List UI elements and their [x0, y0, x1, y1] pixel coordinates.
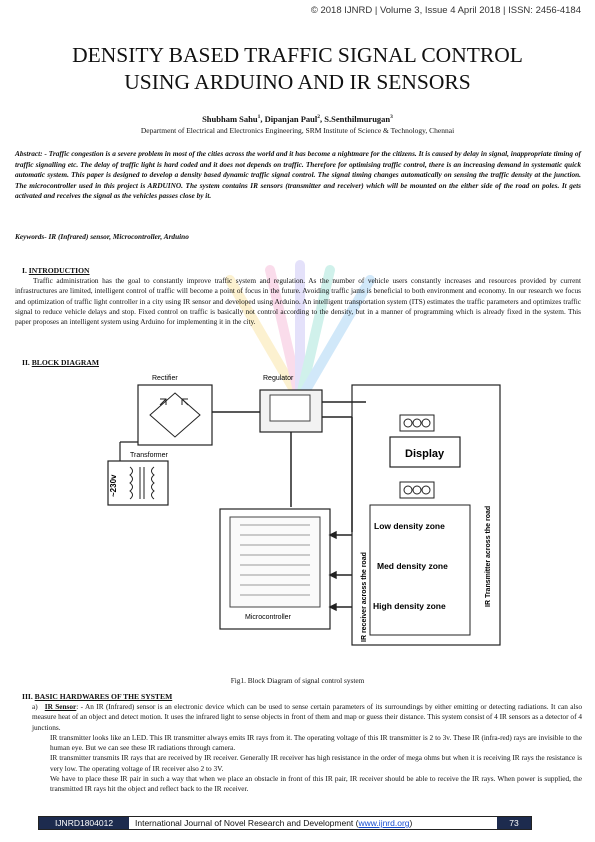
author-1: Shubham Sahu — [202, 114, 258, 124]
top-signal-icon — [399, 414, 435, 432]
keywords: Keywords- IR (Infrared) sensor, Microcon… — [15, 232, 189, 241]
transformer-label: Transformer — [130, 452, 169, 459]
section-2-title: BLOCK DIAGRAM — [31, 358, 100, 367]
author-sep-2: , — [320, 114, 325, 124]
microcontroller-label: Microcontroller — [245, 614, 292, 621]
regulator-chip — [269, 394, 311, 422]
section-3-body: a) IR Sensor: - An IR (Infrared) sensor … — [32, 702, 582, 795]
transformer-box — [107, 460, 169, 506]
title-line-2: USING ARDUINO AND IR SENSORS — [124, 70, 471, 94]
block-diagram: Rectifier Regulator Transformer ~230v Mi… — [107, 375, 501, 646]
journal-link[interactable]: www.ijnrd.org — [358, 818, 410, 828]
zones-box — [369, 504, 471, 636]
voltage-label: ~230v — [109, 474, 118, 497]
bridge-rectifier-icon — [149, 392, 201, 438]
paper-id: IJNRD1804012 — [39, 817, 129, 829]
signal-arrows — [328, 530, 352, 612]
rectifier-label: Rectifier — [152, 375, 178, 382]
ir-sensor-para-3: IR transmitter transmits IR rays that ar… — [50, 753, 582, 773]
chip-pins — [240, 524, 310, 596]
title-line-1: DENSITY BASED TRAFFIC SIGNAL CONTROL — [72, 43, 523, 67]
ir-sensor-para-2: IR transmitter looks like an LED. This I… — [50, 732, 582, 753]
ir-sensor-text-1: : - An IR (Infrared) sensor is an electr… — [32, 702, 582, 732]
ir-receiver-label: IR receiver across the road — [361, 552, 368, 642]
section-2-number: II. — [22, 358, 30, 367]
ir-transmitter-label: IR Transmitter across the road — [485, 506, 492, 607]
section-3-heading: III. BASIC HARDWARES OF THE SYSTEM — [22, 692, 172, 701]
page-number: 73 — [497, 817, 531, 829]
section-1-number: I. — [22, 266, 27, 275]
high-density-label: High density zone — [373, 601, 446, 611]
affiliation: Department of Electrical and Electronics… — [140, 126, 455, 135]
authors: Shubham Sahu1, Dipanjan Paul2, S.Senthil… — [0, 114, 595, 124]
author-sep-1: , — [260, 114, 265, 124]
microcontroller-box — [219, 508, 331, 630]
journal-header: © 2018 IJNRD | Volume 3, Issue 4 April 2… — [310, 5, 581, 16]
page-footer: IJNRD1804012 International Journal of No… — [38, 816, 532, 830]
abstract: Abstract: - Traffic congestion is a seve… — [15, 149, 581, 201]
journal-name: International Journal of Novel Research … — [131, 817, 505, 829]
section-1-title: INTRODUCTION — [28, 266, 90, 275]
regulator-label: Regulator — [263, 375, 294, 382]
low-density-label: Low density zone — [374, 521, 445, 531]
author-1-sup: 1 — [257, 114, 261, 121]
section-1-body: Traffic administration has the goal to c… — [15, 276, 581, 327]
ir-sensor-para-1: a) IR Sensor: - An IR (Infrared) sensor … — [32, 702, 582, 733]
section-1-heading: I. INTRODUCTION — [22, 266, 90, 275]
author-3-sup: 3 — [390, 114, 393, 121]
ir-sensor-para-4: We have to place these IR pair in such a… — [50, 774, 582, 794]
watermark-logo — [225, 260, 375, 405]
figure-caption: Fig1. Block Diagram of signal control sy… — [230, 676, 365, 685]
section-3-title: BASIC HARDWARES OF THE SYSTEM — [34, 692, 173, 701]
author-2: Dipanjan Paul — [264, 114, 318, 124]
paper-title: DENSITY BASED TRAFFIC SIGNAL CONTROL USI… — [0, 42, 595, 96]
intro-paragraph: Traffic administration has the goal to c… — [15, 276, 581, 327]
journal-text: International Journal of Novel Research … — [135, 818, 359, 828]
rectifier-box — [137, 384, 213, 446]
bottom-signal-icon — [399, 481, 435, 499]
road-box — [351, 384, 501, 646]
author-3: S.Senthilmurugan — [324, 114, 391, 124]
display-box — [389, 436, 461, 468]
med-density-label: Med density zone — [377, 561, 448, 571]
sub-a-label: a) — [32, 702, 38, 711]
section-2-heading: II. BLOCK DIAGRAM — [22, 358, 99, 367]
microcontroller-chip — [229, 516, 321, 608]
ir-sensor-title: IR Sensor — [44, 702, 77, 711]
journal-close: ) — [409, 818, 413, 828]
display-label: Display — [405, 448, 445, 460]
transformer-coil-icon — [129, 466, 155, 500]
author-2-sup: 2 — [317, 114, 321, 121]
section-3-number: III. — [22, 692, 33, 701]
